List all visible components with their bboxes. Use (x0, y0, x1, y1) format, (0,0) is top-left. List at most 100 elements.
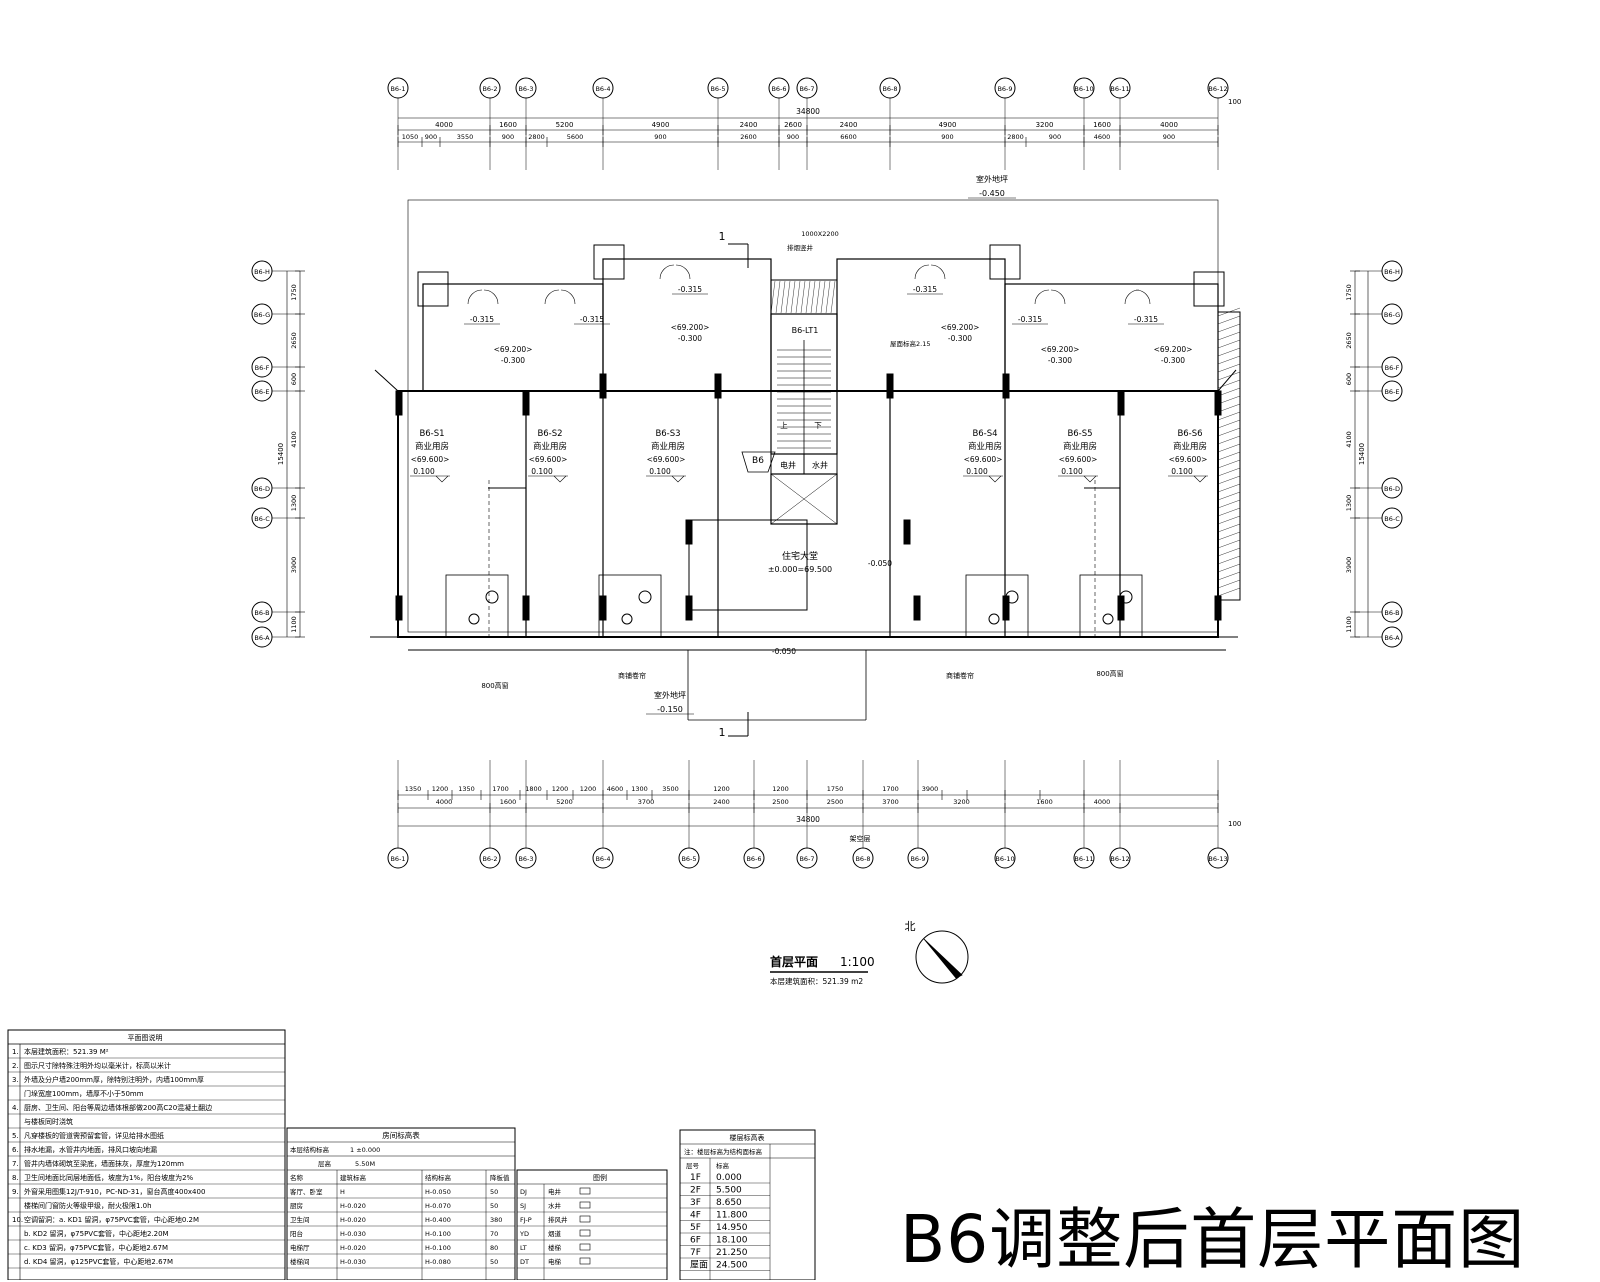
hatch-line (1217, 531, 1241, 541)
schedule-col-head: 降板值 (490, 1173, 510, 1182)
rear-alt-elev-label: <69.200> (941, 323, 980, 332)
hatch-line (1217, 475, 1241, 485)
dim-text-top-row2: 900 (502, 133, 514, 141)
dim-total-left: 15400 (277, 443, 285, 465)
room-level-label: 0.100 (1061, 467, 1083, 476)
room-elev-label: <69.600> (411, 455, 450, 464)
schedule-struct-elev: H-0.100 (425, 1230, 451, 1238)
rear-alt-elev-label: <69.200> (1154, 345, 1193, 354)
room-elev-label: <69.600> (1059, 455, 1098, 464)
schedule-drop: 50 (490, 1188, 498, 1196)
dim-text-top-row2: 4600 (1094, 133, 1111, 141)
ac-platform (989, 244, 1021, 280)
toilet-room (445, 574, 509, 638)
outdoor-elev-top: -0.450 (979, 189, 1005, 198)
schedule-header-val: 5.50M (355, 1160, 375, 1168)
grid-bubble-top-label: B6-9 (997, 85, 1012, 93)
dim-text-bottom-row2: 2400 (713, 798, 730, 806)
toilet-room (598, 574, 662, 638)
dim-text-bottom-row1: 1700 (492, 785, 509, 793)
schedule-col-head: 名称 (290, 1173, 304, 1182)
dim-text-top-row1: 1600 (1093, 121, 1111, 129)
grid-bubble-right-label: B6-G (1384, 311, 1400, 319)
note-text: 与楼板同时浇筑 (24, 1117, 73, 1126)
note-number: 4. (12, 1104, 19, 1112)
hatch-line (1217, 427, 1241, 437)
door-swing (483, 289, 499, 305)
room-elev-label: <69.600> (647, 455, 686, 464)
dim-text-bottom-row1: 1350 (458, 785, 475, 793)
section-mark-bottom: 1 (719, 726, 726, 739)
note-text: 门垛宽度100mm，墙厚不小于50mm (24, 1089, 144, 1098)
hatch-line (1217, 467, 1241, 477)
level-floor: 1F (690, 1173, 701, 1183)
level-height: 24.500 (716, 1261, 748, 1271)
hatch-line (1217, 523, 1241, 533)
ac-platform (1193, 271, 1225, 307)
hatch-line (810, 280, 816, 314)
dim-total-right: 15400 (1358, 443, 1366, 465)
legend-label: 烟道 (548, 1229, 562, 1238)
room-id-label: B6-S5 (1067, 429, 1092, 439)
notes-table-frame (7, 1029, 286, 1280)
ac-platform (593, 244, 625, 280)
room-use-label: 商业用房 (651, 441, 685, 452)
level-mark-triangle (553, 475, 567, 483)
entry-step-label: -0.050 (772, 647, 796, 656)
door-swing (1034, 289, 1050, 305)
room-id-label: B6-S1 (419, 429, 444, 439)
section-mark-top: 1 (719, 230, 726, 243)
dim-text-top-row1: 2600 (784, 121, 802, 129)
garage-note: 架空层 (850, 834, 871, 843)
level-height: 8.650 (716, 1198, 742, 1208)
door-swing (1050, 289, 1066, 305)
room-use-label: 商业用房 (415, 441, 449, 452)
hatch-line (1217, 411, 1241, 421)
dim-text-top-row1: 4000 (1160, 121, 1178, 129)
door-swing (930, 264, 946, 280)
schedule-struct-elev: H-0.050 (425, 1188, 451, 1196)
door-swing (467, 289, 483, 305)
schedule-drop: 80 (490, 1244, 498, 1252)
room-level-label: 0.100 (413, 467, 435, 476)
dim-text-top-row2: 900 (1163, 133, 1175, 141)
dim-text-top-row2: 5600 (567, 133, 584, 141)
schedule-header-val: 1 ±0.000 (350, 1146, 380, 1154)
schedule-drop: 50 (490, 1202, 498, 1210)
schedule-arch-elev: H-0.020 (340, 1216, 366, 1224)
dim-text-bottom-row2: 1600 (500, 798, 517, 806)
grid-bubble-right-label: B6-B (1384, 609, 1399, 617)
grid-bubble-left-label: B6-F (255, 364, 270, 372)
rear-level-label: -0.300 (678, 334, 702, 343)
note-text: 卫生间地面比同层地面低，坡度为1%，阳台坡度为2% (24, 1173, 194, 1182)
grid-bubble-bottom-label: B6-2 (482, 855, 497, 863)
rear-elev-label: -0.315 (580, 315, 604, 324)
schedule-col-head: 结构标高 (425, 1173, 452, 1182)
dim-edge-bottom: 100 (1228, 820, 1241, 828)
grid-bubble-top-label: B6-4 (595, 85, 610, 93)
door-swing (675, 264, 691, 280)
grid-bubble-top-label: B6-10 (1074, 85, 1093, 93)
level-height: 5.500 (716, 1186, 742, 1196)
stair-id-label: B6-LT1 (792, 326, 819, 335)
note-number: 10. (12, 1216, 23, 1224)
legend-label: 电井 (548, 1187, 562, 1196)
grid-bubble-top-label: B6-5 (710, 85, 725, 93)
grid-bubble-left-label: B6-D (254, 485, 270, 493)
hatch-line (1217, 571, 1241, 581)
hatch-line (1217, 459, 1241, 469)
schedule-arch-elev: H (340, 1188, 345, 1196)
dim-text-top-row1: 4000 (435, 121, 453, 129)
grid-bubble-bottom-label: B6-10 (995, 855, 1014, 863)
note-text: 凡穿楼板的管道需预留套管，详见给排水图纸 (24, 1131, 164, 1140)
hatch-line (1217, 443, 1241, 453)
north-arrow-circle (915, 930, 969, 984)
outdoor-ground-bottom: 室外地坪 (654, 690, 686, 700)
plan-caption: 首层平面 (770, 954, 818, 969)
hatch-line (1217, 539, 1241, 549)
note-text: 排水地漏，水管井内地面，排风口坡向地漏 (24, 1145, 157, 1154)
level-height: 11.800 (716, 1211, 748, 1221)
dim-text-left: 1100 (290, 616, 298, 633)
grid-bubble-bottom-label: B6-5 (681, 855, 696, 863)
toilet-fixture (1005, 590, 1019, 604)
